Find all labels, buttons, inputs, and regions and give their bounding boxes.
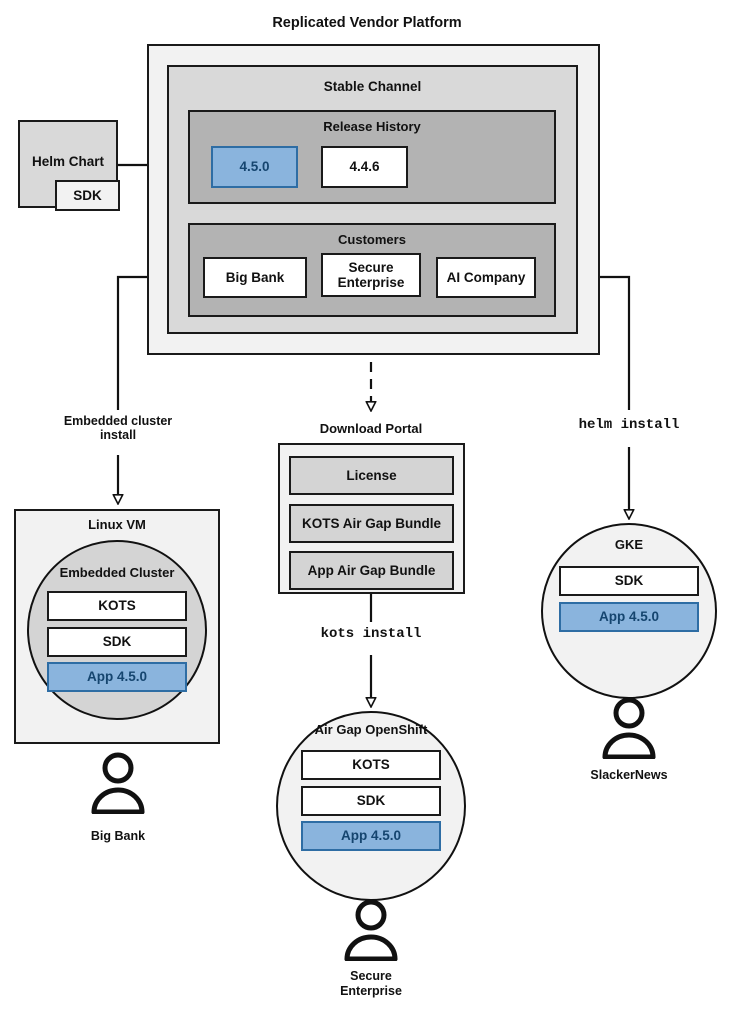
- component-label: KOTS: [98, 598, 136, 614]
- portal-artifact-kots-air-gap-bundle[interactable]: KOTS Air Gap Bundle: [289, 504, 454, 543]
- artifact-label: KOTS Air Gap Bundle: [301, 515, 441, 531]
- openshift-component-sdk[interactable]: SDK: [301, 786, 441, 816]
- component-label: SDK: [356, 793, 386, 809]
- diagram-title: Replicated Vendor Platform: [272, 15, 462, 31]
- edge-label-embedded-cluster-install: Embedded cluster install: [63, 414, 173, 443]
- portal-artifact-app-air-gap-bundle[interactable]: App Air Gap Bundle: [289, 551, 454, 590]
- stable-channel-label: Stable Channel: [323, 79, 422, 94]
- release-4-5-0[interactable]: 4.5.0: [211, 146, 298, 188]
- component-label: App 4.5.0: [598, 609, 660, 625]
- gke-component-app[interactable]: App 4.5.0: [559, 602, 699, 632]
- caption-slackernews: SlackerNews: [590, 768, 668, 782]
- component-label: SDK: [614, 573, 644, 589]
- avatar-secure-enterprise: [344, 899, 398, 961]
- artifact-label: License: [346, 467, 397, 483]
- customer-big-bank[interactable]: Big Bank: [203, 257, 307, 298]
- component-label: App 4.5.0: [340, 828, 402, 844]
- customer-name-label: AI Company: [446, 269, 526, 285]
- customers-label: Customers: [338, 232, 406, 247]
- gke-label: GKE: [614, 537, 644, 552]
- customer-ai-company[interactable]: AI Company: [436, 257, 536, 298]
- edge-label-helm-install: helm install: [578, 417, 680, 433]
- portal-artifact-license[interactable]: License: [289, 456, 454, 495]
- air-gap-openshift-label: Air Gap OpenShift: [314, 722, 428, 737]
- release-version-label: 4.5.0: [239, 159, 270, 175]
- openshift-component-kots[interactable]: KOTS: [301, 750, 441, 780]
- helm-chart-label: Helm Chart: [31, 154, 104, 169]
- customer-name-label: Secure Enterprise: [337, 259, 405, 290]
- edge-label-kots-install: kots install: [320, 626, 422, 642]
- artifact-label: App Air Gap Bundle: [307, 562, 436, 578]
- helm-chart-sdk-box[interactable]: SDK: [55, 180, 120, 211]
- sdk-label: SDK: [73, 187, 102, 203]
- customer-secure-enterprise[interactable]: Secure Enterprise: [321, 253, 421, 297]
- caption-big-bank: Big Bank: [90, 829, 146, 843]
- download-portal-title: Download Portal: [319, 421, 423, 436]
- component-label: App 4.5.0: [86, 669, 148, 685]
- avatar-slackernews: [602, 697, 656, 759]
- linux-vm-component-app[interactable]: App 4.5.0: [47, 662, 187, 692]
- linux-vm-label: Linux VM: [88, 517, 146, 532]
- openshift-component-app[interactable]: App 4.5.0: [301, 821, 441, 851]
- component-label: SDK: [102, 634, 132, 650]
- caption-secure-enterprise: Secure Enterprise: [340, 969, 402, 998]
- release-version-label: 4.4.6: [349, 159, 380, 175]
- avatar-big-bank: [91, 752, 145, 814]
- release-4-4-6[interactable]: 4.4.6: [321, 146, 408, 188]
- release-history-label: Release History: [323, 119, 421, 134]
- component-label: KOTS: [352, 757, 390, 773]
- customer-name-label: Big Bank: [225, 269, 285, 285]
- linux-vm-component-sdk[interactable]: SDK: [47, 627, 187, 657]
- gke-component-sdk[interactable]: SDK: [559, 566, 699, 596]
- embedded-cluster-label: Embedded Cluster: [59, 565, 175, 580]
- linux-vm-component-kots[interactable]: KOTS: [47, 591, 187, 621]
